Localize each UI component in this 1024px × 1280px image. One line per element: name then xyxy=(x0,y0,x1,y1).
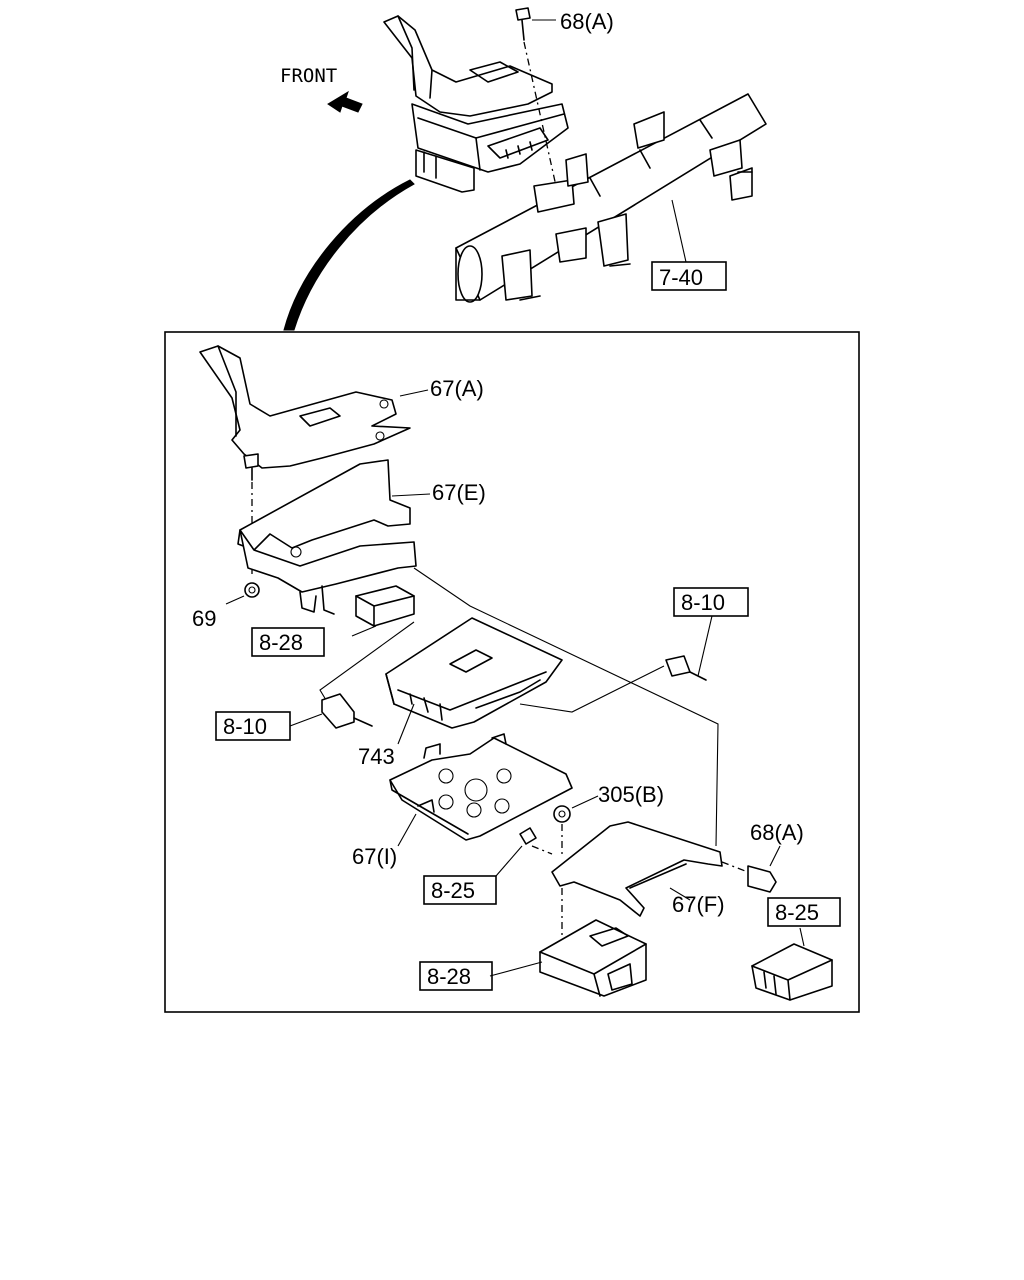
callout-67e: 67(E) xyxy=(432,480,486,505)
ref-box-8-28-bottom xyxy=(419,961,493,991)
detail-assembly: 67(A) 67(E) 69 8-28 xyxy=(192,345,841,1001)
callout-743: 743 xyxy=(358,744,395,769)
callout-67f: 67(F) xyxy=(672,892,725,917)
front-arrow-icon xyxy=(327,90,363,113)
ref-7-40: 7-40 xyxy=(659,265,703,290)
ref-box-8-28-left xyxy=(251,627,325,657)
ref-8-10-left: 8-10 xyxy=(223,714,267,739)
ref-8-28-bottom: 8-28 xyxy=(427,964,471,989)
overview-assembly: FRONT 68(A) xyxy=(280,7,767,331)
ref-box-8-25-right xyxy=(767,897,841,927)
callout-68a-right: 68(A) xyxy=(750,820,804,845)
ref-8-28-left: 8-28 xyxy=(259,630,303,655)
ref-box-7-40 xyxy=(651,261,727,291)
ref-box-8-25-mid xyxy=(423,875,497,905)
detail-arrow xyxy=(283,179,415,331)
ref-8-10-right: 8-10 xyxy=(681,590,725,615)
ref-box-8-10-left xyxy=(215,711,291,741)
callout-67a: 67(A) xyxy=(430,376,484,401)
callout-69: 69 xyxy=(192,606,216,631)
callout-305b: 305(B) xyxy=(598,782,664,807)
ref-box-8-10-right xyxy=(673,587,749,617)
ref-8-25-mid: 8-25 xyxy=(431,878,475,903)
callout-68a-top: 68(A) xyxy=(560,9,614,34)
callout-67i: 67(I) xyxy=(352,844,397,869)
detail-frame xyxy=(164,331,860,1013)
front-label: FRONT xyxy=(280,65,337,87)
ref-8-25-right: 8-25 xyxy=(775,900,819,925)
